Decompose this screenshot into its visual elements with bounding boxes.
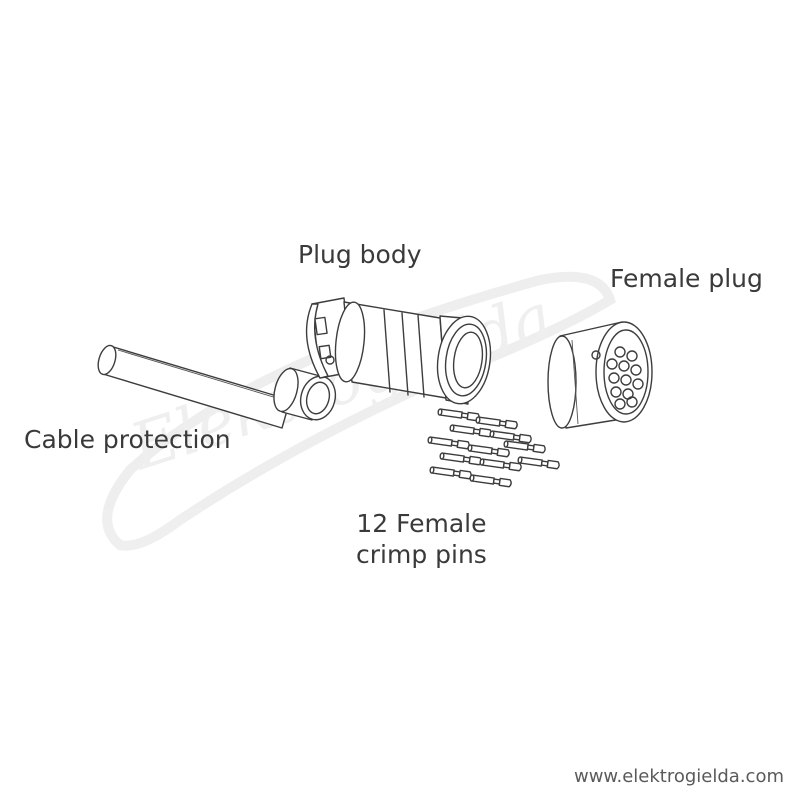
plug-body-label: Plug body	[298, 240, 422, 269]
crimp-pin	[467, 444, 510, 458]
plug-body-part	[305, 297, 492, 405]
crimp-pin	[479, 458, 522, 472]
crimp-pin	[503, 440, 546, 454]
crimp-pin	[475, 416, 518, 430]
crimp-pin	[469, 474, 512, 488]
crimp-pin	[427, 436, 470, 450]
footer-website-url[interactable]: www.elektrogielda.com	[573, 766, 784, 787]
crimp-pin	[517, 456, 560, 470]
crimp-pins-label-line1: 12 Female	[356, 509, 487, 538]
crimp-pin	[439, 452, 482, 466]
crimp-pins-label-line2: crimp pins	[356, 540, 487, 569]
crimp-pins-group	[427, 408, 560, 488]
cable-protection-label: Cable protection	[24, 425, 231, 454]
cable-protection-tube	[97, 344, 291, 429]
pin-socket-holes	[606, 346, 644, 410]
crimp-pin	[489, 430, 532, 444]
crimp-pin	[429, 466, 472, 480]
crimp-pin	[449, 424, 492, 438]
female-plug-label: Female plug	[610, 264, 763, 293]
crimp-pins-label: 12 Female crimp pins	[356, 508, 487, 570]
female-plug-part	[547, 321, 653, 429]
cable-protection-sleeve	[273, 367, 337, 421]
crimp-pin	[437, 408, 480, 422]
